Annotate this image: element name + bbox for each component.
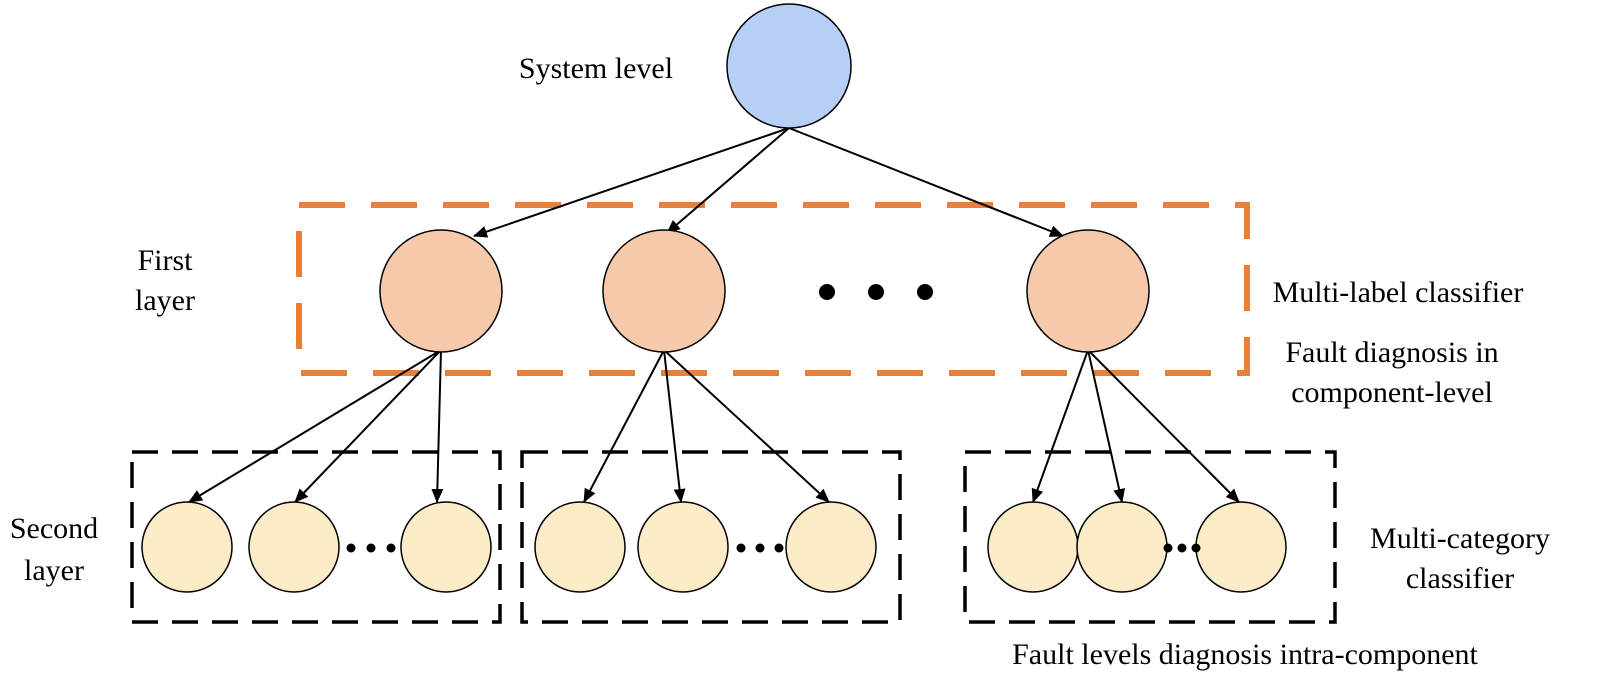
second-layer-group-3 xyxy=(987,501,1287,593)
second-layer-label-line2: layer xyxy=(24,554,84,587)
second-layer-group-box-1 xyxy=(130,450,502,624)
second-layer-group-box-2 xyxy=(520,450,902,624)
second-layer-node xyxy=(987,501,1079,593)
multi-category-label-line2: classifier xyxy=(1406,562,1514,595)
multi-category-label-line1: Multi-category xyxy=(1370,522,1550,555)
second-layer-group-2 xyxy=(534,501,877,593)
first-layer-ellipsis xyxy=(819,284,933,300)
fault-levels-label: Fault levels diagnosis intra-component xyxy=(1012,638,1478,671)
second-layer-node xyxy=(400,501,492,593)
second-layer-node xyxy=(1076,501,1168,593)
fault-component-label-line2: component-level xyxy=(1291,376,1493,409)
first-layer-label-line1: First xyxy=(137,244,193,277)
system-node xyxy=(726,3,852,129)
edges-first-to-second xyxy=(188,349,1240,503)
edge xyxy=(663,349,686,503)
multi-label-classifier-box xyxy=(296,202,1250,376)
second-layer-node xyxy=(141,501,233,593)
edge xyxy=(583,349,665,503)
ellipsis xyxy=(1163,543,1201,553)
second-layer-group-1 xyxy=(141,501,492,593)
second-layer-group-box-3 xyxy=(963,450,1337,624)
edge xyxy=(431,349,444,503)
edge xyxy=(1087,349,1126,503)
edges-system-to-first xyxy=(473,127,1064,238)
edge xyxy=(1031,349,1089,503)
edge xyxy=(663,349,830,503)
multi-label-classifier-label: Multi-label classifier xyxy=(1273,276,1524,309)
edge xyxy=(788,127,1064,237)
edge xyxy=(666,127,790,234)
edge xyxy=(188,349,442,503)
first-layer-node xyxy=(379,229,503,353)
first-layer-node xyxy=(602,229,726,353)
second-layer-node xyxy=(534,501,626,593)
second-layer-node xyxy=(248,501,340,593)
system-level-label: System level xyxy=(519,52,673,85)
edge xyxy=(294,349,442,503)
second-layer-label-line1: Second xyxy=(10,512,98,545)
edge xyxy=(473,127,790,238)
second-layer-node xyxy=(637,501,729,593)
fault-component-label-line1: Fault diagnosis in xyxy=(1285,336,1498,369)
first-layer-node xyxy=(1026,229,1150,353)
first-layer-label-line2: layer xyxy=(135,284,195,317)
ellipsis xyxy=(346,543,396,553)
second-layer-node xyxy=(1195,501,1287,593)
second-layer-node xyxy=(785,501,877,593)
edge xyxy=(1087,349,1240,503)
ellipsis xyxy=(736,543,784,553)
